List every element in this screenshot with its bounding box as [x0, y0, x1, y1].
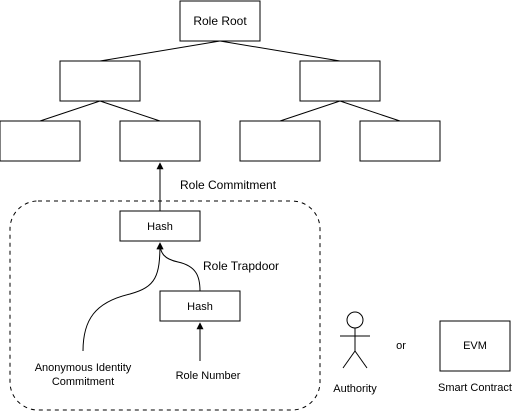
role-commitment-hash-label: Hash — [147, 221, 173, 233]
tree-leaf-3 — [239, 120, 321, 162]
smart-contract-label: Smart Contract — [438, 382, 512, 394]
role-commitment-hash-node: Hash — [119, 210, 201, 242]
evm-node: EVM — [439, 320, 511, 372]
evm-label: EVM — [463, 340, 487, 352]
role-number-label: Role Number — [176, 370, 241, 382]
tree-leaf-4 — [359, 120, 441, 162]
tree-node-right — [299, 60, 381, 102]
anonymous-identity-label-line-2: Commitment — [52, 376, 114, 388]
tree-leaf-1 — [0, 120, 81, 162]
role-root-node: Role Root — [179, 0, 261, 42]
role-commitment-label: Role Commitment — [180, 178, 277, 192]
anonymous-identity-arrow — [82, 242, 164, 352]
authority-label: Authority — [333, 383, 377, 395]
tree-edges — [39, 40, 401, 122]
role-number-hash-label: Hash — [187, 301, 213, 313]
tree-leaf-2 — [119, 120, 201, 162]
role-root-label: Role Root — [193, 14, 247, 28]
role-trapdoor-arrow — [156, 242, 201, 292]
role-trapdoor-label: Role Trapdoor — [203, 259, 279, 273]
or-label: or — [396, 340, 406, 352]
anonymous-identity-label-line-1: Anonymous Identity — [35, 362, 132, 374]
stick-figure-icon — [340, 311, 370, 369]
role-number-hash-node: Hash — [159, 290, 241, 322]
tree-node-left — [59, 60, 141, 102]
